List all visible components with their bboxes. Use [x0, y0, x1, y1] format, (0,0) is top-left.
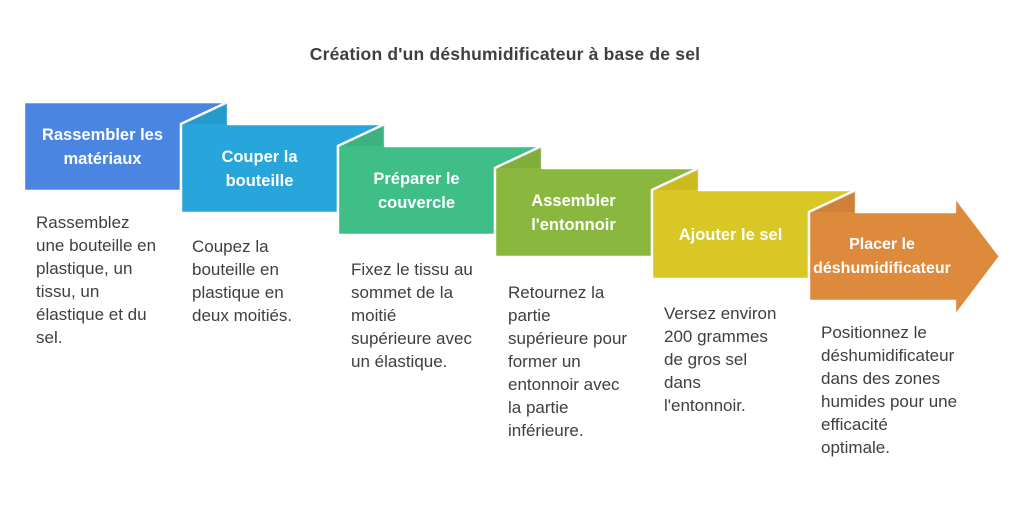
- step-6-title: Placer le déshumidificateur: [813, 235, 951, 277]
- step-shape-6: [807, 188, 1002, 318]
- step-2-title: Couper la bouteille: [221, 147, 298, 190]
- step-3-description: Fixez le tissu au sommet de la moitié su…: [351, 260, 473, 371]
- step-6-description: Positionnez le déshumidificateur dans de…: [821, 323, 958, 457]
- step-fold-shade-2: [181, 102, 228, 124]
- step-1-title: Rassembler les matériaux: [41, 125, 164, 168]
- step-4-title: Assembler l'entonnoir: [531, 191, 616, 234]
- step-5-description: Versez environ 200 grammes de gros sel d…: [664, 304, 777, 415]
- diagram-title: Création d'un déshumidificateur à base d…: [309, 44, 701, 64]
- step-5-title: Ajouter le sel: [678, 225, 783, 244]
- step-fold-shade-5: [652, 168, 699, 190]
- step-3-title: Préparer le couvercle: [373, 169, 460, 212]
- step-fold-shade-4: [495, 146, 542, 168]
- step-4-description: Retournez la partie supérieure pour form…: [508, 283, 628, 440]
- step-1-description: Rassemblez une bouteille en plastique, u…: [36, 213, 157, 347]
- step-fold-shade-3: [338, 124, 385, 146]
- step-fold-shade-6: [809, 190, 856, 212]
- step-2-description: Coupez la bouteille en plastique en deux…: [192, 237, 293, 325]
